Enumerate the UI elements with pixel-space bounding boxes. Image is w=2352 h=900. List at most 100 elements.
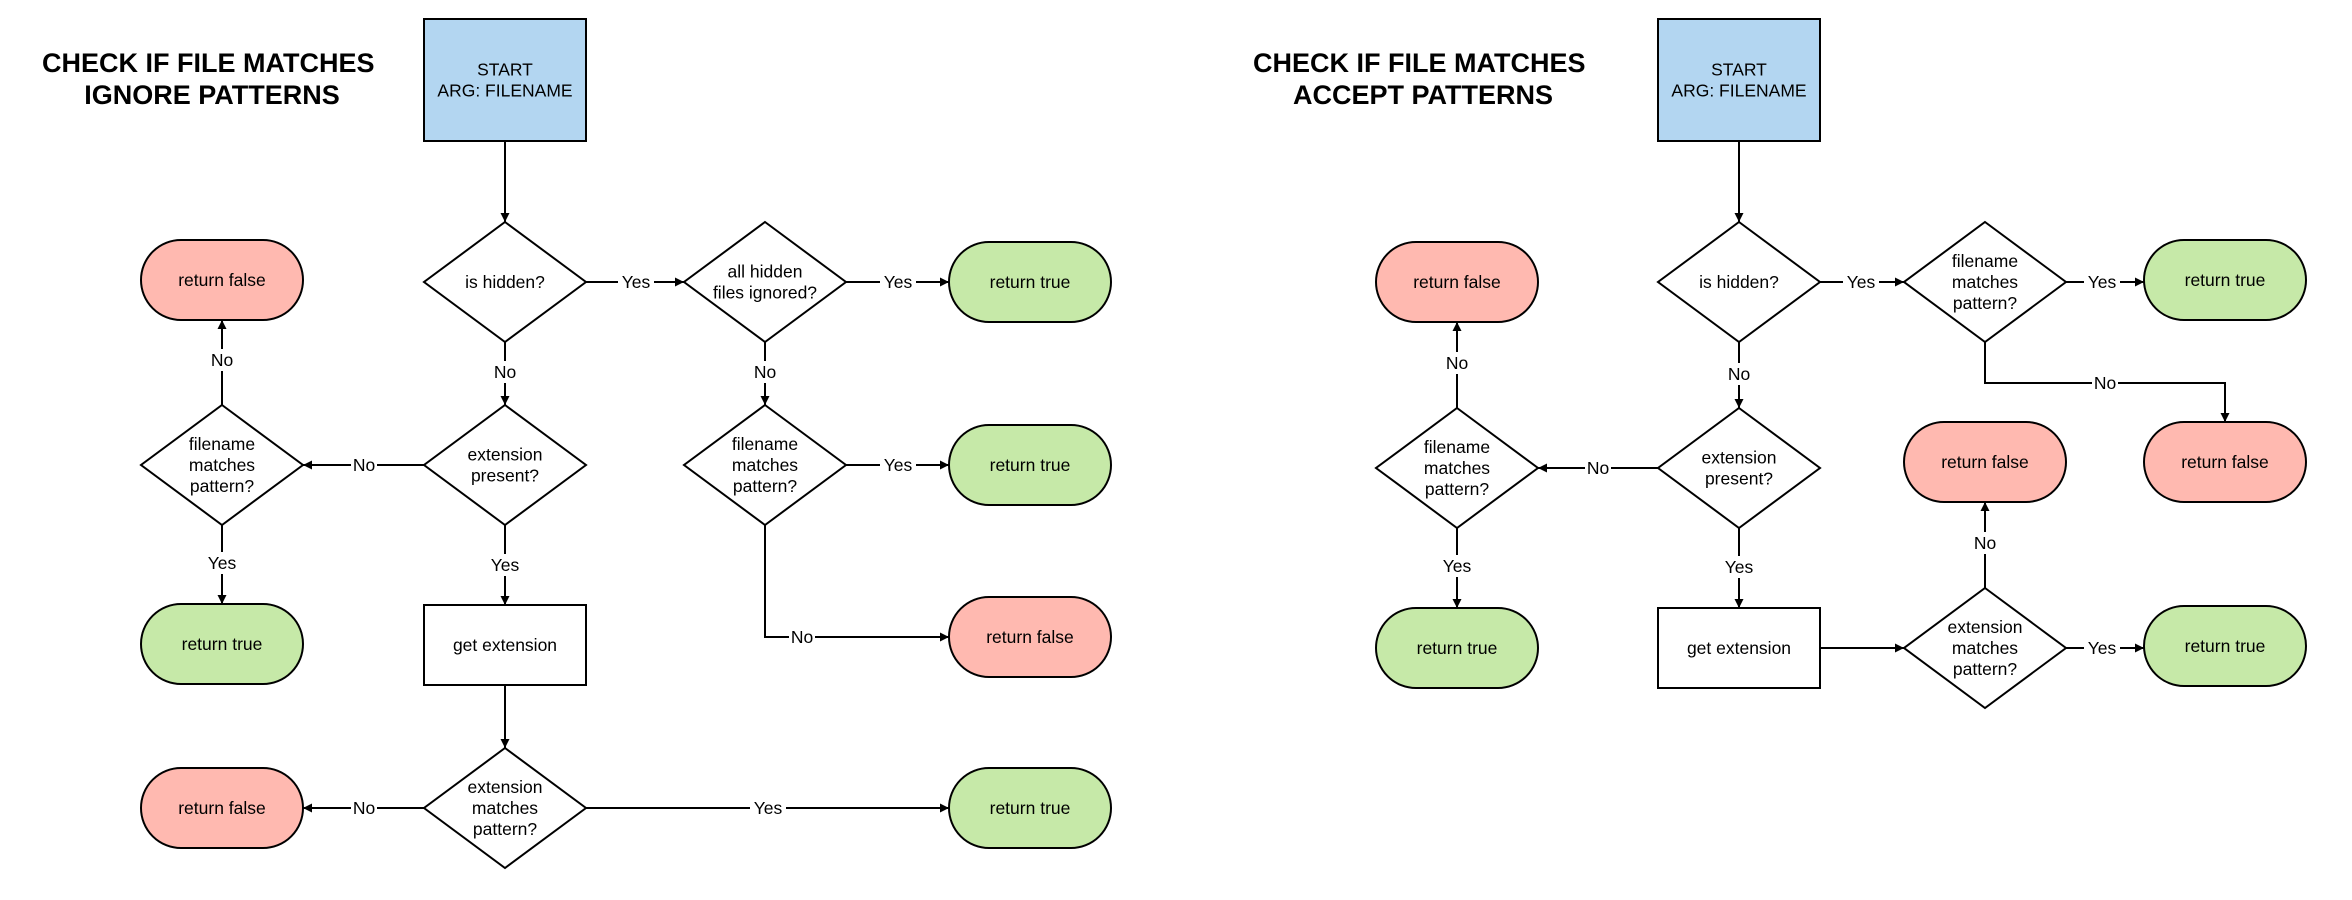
node-shape <box>1375 241 1539 323</box>
node-label-line: pattern? <box>733 476 797 496</box>
connector-label-bg <box>1439 555 1475 577</box>
connector-ext-to-fm1: No <box>1538 457 1658 479</box>
node-label-line: matches <box>189 455 255 475</box>
node-shape <box>1903 421 2067 503</box>
connector-label-bg <box>487 554 523 576</box>
node-shape <box>140 603 304 685</box>
connector-label: No <box>1446 353 1468 373</box>
node-shape <box>139 403 305 527</box>
connector-fm1-to-rt2: Yes <box>1439 528 1475 608</box>
connector-label: No <box>211 350 233 370</box>
node-shape <box>682 220 848 344</box>
connector-label-bg <box>1726 363 1752 385</box>
connector-fm1-to-rt3: Yes <box>204 525 240 604</box>
diagram-title: CHECK IF FILE MATCHES IGNORE PATTERNS <box>42 48 382 110</box>
connector-label: Yes <box>754 798 783 818</box>
node-label: return true <box>2185 270 2266 290</box>
connector-label-bg <box>752 361 778 383</box>
connector-em-to-rt4: Yes <box>586 797 949 819</box>
node-label-line: return false <box>178 798 266 818</box>
connector-fmh-to-rf2: No <box>1984 342 2230 422</box>
connector-label-bg <box>618 271 654 293</box>
false-node-rf2: return false <box>2143 421 2307 503</box>
diagram-ignore-patterns: CHECK IF FILE MATCHES IGNORE PATTERNS Ye… <box>42 18 1112 870</box>
connector-label: No <box>791 627 813 647</box>
connector-label: No <box>353 455 375 475</box>
connector-label-bg <box>1585 457 1611 479</box>
node-label-line: matches <box>1424 458 1490 478</box>
node-label: is hidden? <box>465 272 545 292</box>
true-node-rt3: return true <box>140 603 304 685</box>
connector-allhidden-to-fm2: No <box>752 342 778 405</box>
connector-em-to-rf3: No <box>1972 502 1998 588</box>
connector-label-bg <box>2092 372 2118 394</box>
connector-label: Yes <box>2088 272 2117 292</box>
node-shape <box>423 18 587 142</box>
node-label-line: filename <box>1952 251 2018 271</box>
connector-em-to-rf3: No <box>303 797 424 819</box>
node-shape <box>2143 605 2307 687</box>
connector-label: No <box>353 798 375 818</box>
true-node-rt2: return true <box>1375 607 1539 689</box>
node-label: return true <box>1417 638 1498 658</box>
node-label: return false <box>178 270 266 290</box>
false-node-rf2: return false <box>948 596 1112 678</box>
node-label-line: return false <box>2181 452 2269 472</box>
diagram-title: CHECK IF FILE MATCHES ACCEPT PATTERNS <box>1253 48 1593 110</box>
node-shape <box>1375 607 1539 689</box>
connector-label-bg <box>880 271 916 293</box>
node-label-line: extension <box>1948 617 2023 637</box>
diagram-title-line: IGNORE PATTERNS <box>84 80 340 110</box>
true-node-rt3: return true <box>2143 605 2307 687</box>
node-label-line: all hidden <box>728 262 803 282</box>
node-label: return true <box>2185 636 2266 656</box>
node-shape <box>948 596 1112 678</box>
node-label-line: ARG: FILENAME <box>1671 81 1806 101</box>
connector-label-bg <box>1843 271 1879 293</box>
connector-ext-to-getext: Yes <box>1721 528 1757 608</box>
decision-node-hidden: is hidden? <box>1656 220 1822 344</box>
diagram-title-line: ACCEPT PATTERNS <box>1293 80 1553 110</box>
node-label: is hidden? <box>1699 272 1779 292</box>
false-node-rf1: return false <box>1375 241 1539 323</box>
node-label-line: get extension <box>1687 638 1791 658</box>
node-shape <box>1902 220 2068 344</box>
node-label: return false <box>986 627 1074 647</box>
connector-em-to-rt3: Yes <box>2066 637 2144 659</box>
node-label-line: return false <box>178 270 266 290</box>
node-label-line: return true <box>182 634 263 654</box>
false-node-rf3: return false <box>140 767 304 849</box>
node-label-line: pattern? <box>473 819 537 839</box>
connector-label-bg <box>789 626 815 648</box>
diagram-accept-patterns: CHECK IF FILE MATCHES ACCEPT PATTERNS Ye… <box>1253 18 2307 710</box>
connector-hidden-to-fmh: Yes <box>1820 271 1904 293</box>
node-label: return true <box>990 798 1071 818</box>
node-label-line: matches <box>1952 638 2018 658</box>
node-label-line: files ignored? <box>713 283 817 303</box>
connector-label: No <box>494 362 516 382</box>
connector-label: No <box>1728 364 1750 384</box>
node-label: return true <box>990 455 1071 475</box>
node-label-line: return true <box>2185 636 2266 656</box>
node-label: return false <box>178 798 266 818</box>
connector-label: No <box>1974 533 1996 553</box>
node-label-line: return true <box>990 272 1071 292</box>
connector-fm1-to-rf1: No <box>209 320 235 405</box>
node-label-line: present? <box>471 466 539 486</box>
connector-label: Yes <box>208 553 237 573</box>
connector-arrow <box>764 525 949 642</box>
connector-label-bg <box>2084 271 2120 293</box>
connector-label: No <box>754 362 776 382</box>
node-label: get extension <box>453 635 557 655</box>
